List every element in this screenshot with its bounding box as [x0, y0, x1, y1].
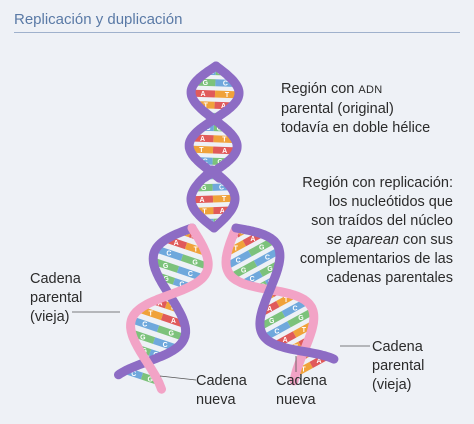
left-daughter-helix-strand-b: [126, 223, 213, 394]
base-letter: T: [301, 367, 306, 374]
label-replication-line3: son traídos del núcleo: [311, 213, 453, 229]
base-letter: A: [222, 148, 227, 155]
base-letter: T: [234, 245, 239, 252]
base-letter: G: [267, 266, 273, 273]
base-letter: A: [171, 318, 176, 325]
label-replication-line5: complementarios de las: [299, 251, 453, 267]
fork-helix-strand-a: [186, 165, 219, 233]
label-original-pre: Región con: [281, 81, 355, 97]
base-letter: A: [220, 208, 225, 215]
base-letter: G: [269, 318, 275, 325]
parental-helix-strand-b: [184, 61, 244, 183]
label-replication-line4: con sus: [399, 232, 453, 248]
base-letter: G: [203, 80, 209, 87]
base-letter: G: [147, 376, 153, 383]
base-letter: G: [201, 185, 207, 192]
base-letter: T: [199, 147, 204, 154]
label-parental-left-line3: (vieja): [30, 309, 70, 325]
base-C: [130, 316, 160, 333]
label-new-strand-center: Cadena nueva: [276, 372, 327, 410]
base-letter: C: [292, 305, 297, 312]
label-original-line2: parental (original): [281, 101, 394, 117]
label-new-center-line2: nueva: [276, 392, 316, 408]
base-letter: A: [316, 358, 321, 365]
base-letter: A: [174, 240, 179, 247]
base-letter: T: [194, 247, 199, 254]
leader-line: [159, 375, 197, 381]
label-original-abbr: ADN: [358, 84, 383, 96]
page-title: Replicación y duplicación: [14, 11, 183, 28]
left-daughter-helix-base-pair: GC: [130, 316, 186, 341]
base-letter: T: [284, 297, 289, 304]
base-letter: C: [250, 276, 255, 283]
base-letter: T: [204, 102, 209, 109]
label-replication-line1: Región con replicación:: [302, 175, 453, 191]
base-letter: G: [241, 268, 247, 275]
base-letter: T: [149, 311, 154, 318]
base-letter: C: [265, 254, 270, 261]
base-letter: A: [250, 236, 255, 243]
label-new-center-line1: Cadena: [276, 373, 327, 389]
right-daughter-helix-strand-b: [231, 223, 339, 364]
header-divider: [14, 32, 460, 33]
base-letter: G: [169, 331, 175, 338]
label-new-left-line2: nueva: [196, 392, 236, 408]
label-parental-right-line2: parental: [372, 358, 425, 374]
base-pairs-group: CGGCATTACGGCTAATGCCGCGGCATTACGTAATCGGCGC…: [124, 67, 329, 385]
left-daughter-helix-strand-a: [114, 223, 197, 380]
label-replication-line2: los nucleótidos que: [328, 194, 453, 210]
label-parental-right-line1: Cadena: [372, 339, 423, 355]
base-letter: C: [166, 251, 171, 258]
base-letter: A: [283, 337, 288, 344]
label-new-left-line1: Cadena: [196, 373, 247, 389]
fork-helix-strand-b: [207, 165, 240, 233]
label-parental-strand-right: Cadena parental (vieja): [372, 338, 424, 395]
base-letter: C: [188, 271, 193, 278]
base-letter: C: [223, 81, 228, 88]
leader-lines-group: [72, 311, 370, 381]
base-letter: A: [157, 300, 162, 307]
label-original-line3: todavía en doble hélice: [281, 120, 431, 136]
base-letter: G: [192, 260, 198, 267]
strands-group: [114, 61, 339, 394]
base-letter: T: [225, 92, 230, 99]
base-letter: G: [163, 263, 169, 270]
base-letter: A: [221, 103, 226, 110]
base-letter: T: [222, 137, 227, 144]
label-new-strand-left: Cadena nueva: [196, 372, 247, 410]
base-letter: C: [236, 257, 241, 264]
base-letter: C: [163, 342, 168, 349]
label-parental-left-line1: Cadena: [30, 271, 81, 287]
right-daughter-helix-strand-a: [221, 223, 319, 386]
base-letter: C: [179, 281, 184, 288]
base-letter: A: [199, 197, 204, 204]
base-letter: G: [163, 276, 169, 283]
base-letter: C: [131, 371, 136, 378]
base-letter: G: [140, 334, 146, 341]
base-letter: T: [302, 327, 307, 334]
base-letter: C: [142, 322, 147, 329]
base-letter: A: [267, 306, 272, 313]
base-letter: G: [298, 315, 304, 322]
label-parental-left-line2: parental: [30, 290, 83, 306]
base-letter: C: [219, 185, 224, 192]
base-letter: A: [200, 136, 205, 143]
label-parental-right-line3: (vieja): [372, 377, 412, 393]
label-replication-emphasis: se aparean: [326, 232, 399, 248]
label-replication-line6: cadenas parentales: [326, 270, 453, 286]
base-letter: T: [202, 208, 207, 215]
label-replication-region: Región con replicación: los nucleótidos …: [248, 174, 453, 288]
label-parental-region: Región con ADN parental (original) todav…: [281, 80, 430, 138]
base-G: [156, 325, 186, 341]
label-parental-strand-left: Cadena parental (vieja): [30, 270, 82, 327]
base-letter: G: [259, 244, 265, 251]
base-letter: T: [222, 196, 227, 203]
base-letter: A: [201, 91, 206, 98]
base-letter: C: [274, 328, 279, 335]
